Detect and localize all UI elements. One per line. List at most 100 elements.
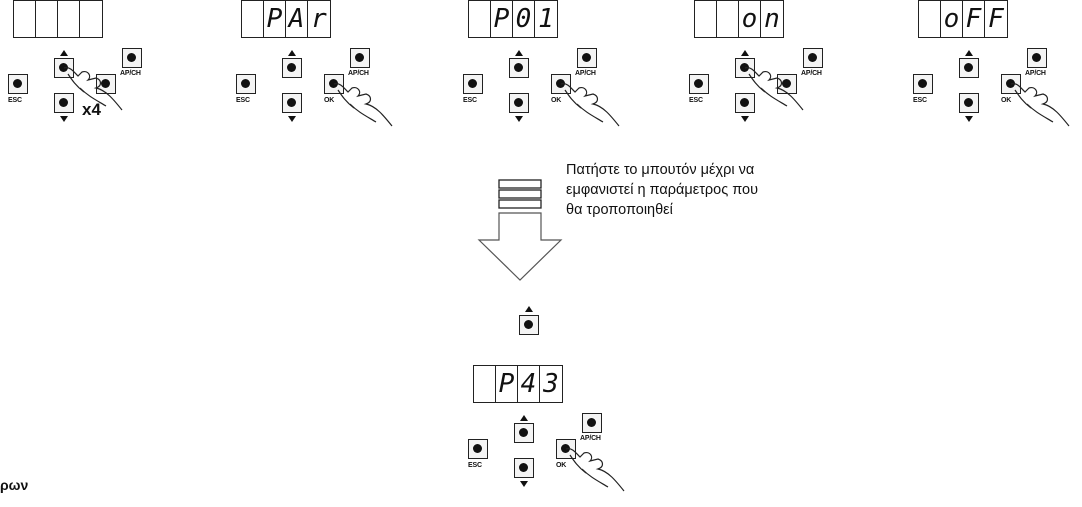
- esc-button[interactable]: [8, 74, 28, 94]
- down-button[interactable]: [514, 458, 534, 478]
- apch-button[interactable]: [350, 48, 370, 68]
- lcd-digit: [717, 1, 739, 37]
- apch-label: AP/CH: [575, 70, 596, 77]
- apch-label: AP/CH: [348, 70, 369, 77]
- apch-button[interactable]: [577, 48, 597, 68]
- lcd-digit: [242, 1, 264, 37]
- esc-button[interactable]: [689, 74, 709, 94]
- instruction-line-2: εμφανιστεί η παράμετρος που: [566, 182, 759, 198]
- lcd-digit: [58, 1, 80, 37]
- down-button[interactable]: [54, 93, 74, 113]
- down-arrow-icon: [477, 179, 563, 281]
- up-button[interactable]: [509, 58, 529, 78]
- pressing-hand-icon: [565, 448, 625, 492]
- apch-label: AP/CH: [801, 70, 822, 77]
- lcd-digit: [36, 1, 58, 37]
- esc-button[interactable]: [913, 74, 933, 94]
- lcd-digit: [14, 1, 36, 37]
- lcd-digit: r: [311, 4, 327, 34]
- lcd-digit: 1: [538, 4, 554, 34]
- lcd-digit: F: [988, 4, 1004, 34]
- down-button[interactable]: [509, 93, 529, 113]
- up-arrow-icon: [515, 50, 523, 56]
- lcd-digit: [80, 1, 102, 37]
- ok-label: OK: [551, 97, 562, 104]
- apch-button[interactable]: [1027, 48, 1047, 68]
- lcd-digit: [474, 366, 496, 402]
- lcd-digit: A: [286, 1, 308, 37]
- apch-label: AP/CH: [120, 70, 141, 77]
- lcd-digit: 0: [513, 1, 535, 37]
- pressing-hand-icon: [560, 83, 620, 127]
- up-arrow-icon: [741, 50, 749, 56]
- down-arrow-small-icon: [515, 116, 523, 122]
- esc-label: ESC: [689, 97, 703, 104]
- up-button[interactable]: [282, 58, 302, 78]
- ok-label: OK: [556, 462, 567, 469]
- pressing-hand-icon: [1010, 83, 1070, 127]
- down-arrow-small-icon: [60, 116, 68, 122]
- lcd-digit: [919, 1, 941, 37]
- cut-off-text: ρων: [0, 477, 29, 493]
- apch-button[interactable]: [582, 413, 602, 433]
- ok-label: OK: [324, 97, 335, 104]
- pressing-hand-icon: [333, 83, 393, 127]
- up-button-standalone[interactable]: [519, 315, 539, 335]
- down-arrow-small-icon: [741, 116, 749, 122]
- lcd-digit: P: [491, 1, 513, 37]
- down-button[interactable]: [282, 93, 302, 113]
- instruction-line-3: θα τροποποιηθεί: [566, 202, 673, 218]
- lcd-digit: o: [941, 1, 963, 37]
- instruction-line-1: Πατήστε το μπουτόν μέχρι να: [566, 162, 755, 178]
- lcd-display: [13, 0, 103, 38]
- down-arrow-small-icon: [520, 481, 528, 487]
- apch-button[interactable]: [803, 48, 823, 68]
- multiplier-label: x4: [82, 100, 101, 119]
- esc-label: ESC: [913, 97, 927, 104]
- lcd-digit: [469, 1, 491, 37]
- up-button[interactable]: [959, 58, 979, 78]
- down-arrow-small-icon: [965, 116, 973, 122]
- lcd-digit: n: [764, 4, 780, 34]
- lcd-digit: [695, 1, 717, 37]
- instruction-note: Πατήστε το μπουτόν μέχρι να εμφανιστεί η…: [566, 160, 866, 220]
- up-arrow-icon: [525, 306, 533, 312]
- esc-label: ESC: [236, 97, 250, 104]
- apch-label: AP/CH: [580, 435, 601, 442]
- esc-button[interactable]: [463, 74, 483, 94]
- lcd-digit: 3: [543, 369, 559, 399]
- lcd-digit: o: [739, 1, 761, 37]
- pressing-hand-icon: [744, 67, 804, 111]
- up-button[interactable]: [514, 423, 534, 443]
- lcd-digit: P: [264, 1, 286, 37]
- down-button[interactable]: [735, 93, 755, 113]
- esc-label: ESC: [468, 462, 482, 469]
- control-panel-1: ESC AP/CH x4: [0, 0, 150, 140]
- lcd-digit: P: [496, 366, 518, 402]
- ok-label: OK: [1001, 97, 1012, 104]
- apch-button[interactable]: [122, 48, 142, 68]
- esc-button[interactable]: [236, 74, 256, 94]
- esc-button[interactable]: [468, 439, 488, 459]
- up-arrow-icon: [60, 50, 68, 56]
- down-arrow-small-icon: [288, 116, 296, 122]
- down-button[interactable]: [959, 93, 979, 113]
- up-arrow-icon: [520, 415, 528, 421]
- pressing-hand-icon: [63, 67, 123, 111]
- esc-label: ESC: [8, 97, 22, 104]
- up-arrow-icon: [288, 50, 296, 56]
- esc-label: ESC: [463, 97, 477, 104]
- apch-label: AP/CH: [1025, 70, 1046, 77]
- up-arrow-icon: [965, 50, 973, 56]
- lcd-digit: F: [963, 1, 985, 37]
